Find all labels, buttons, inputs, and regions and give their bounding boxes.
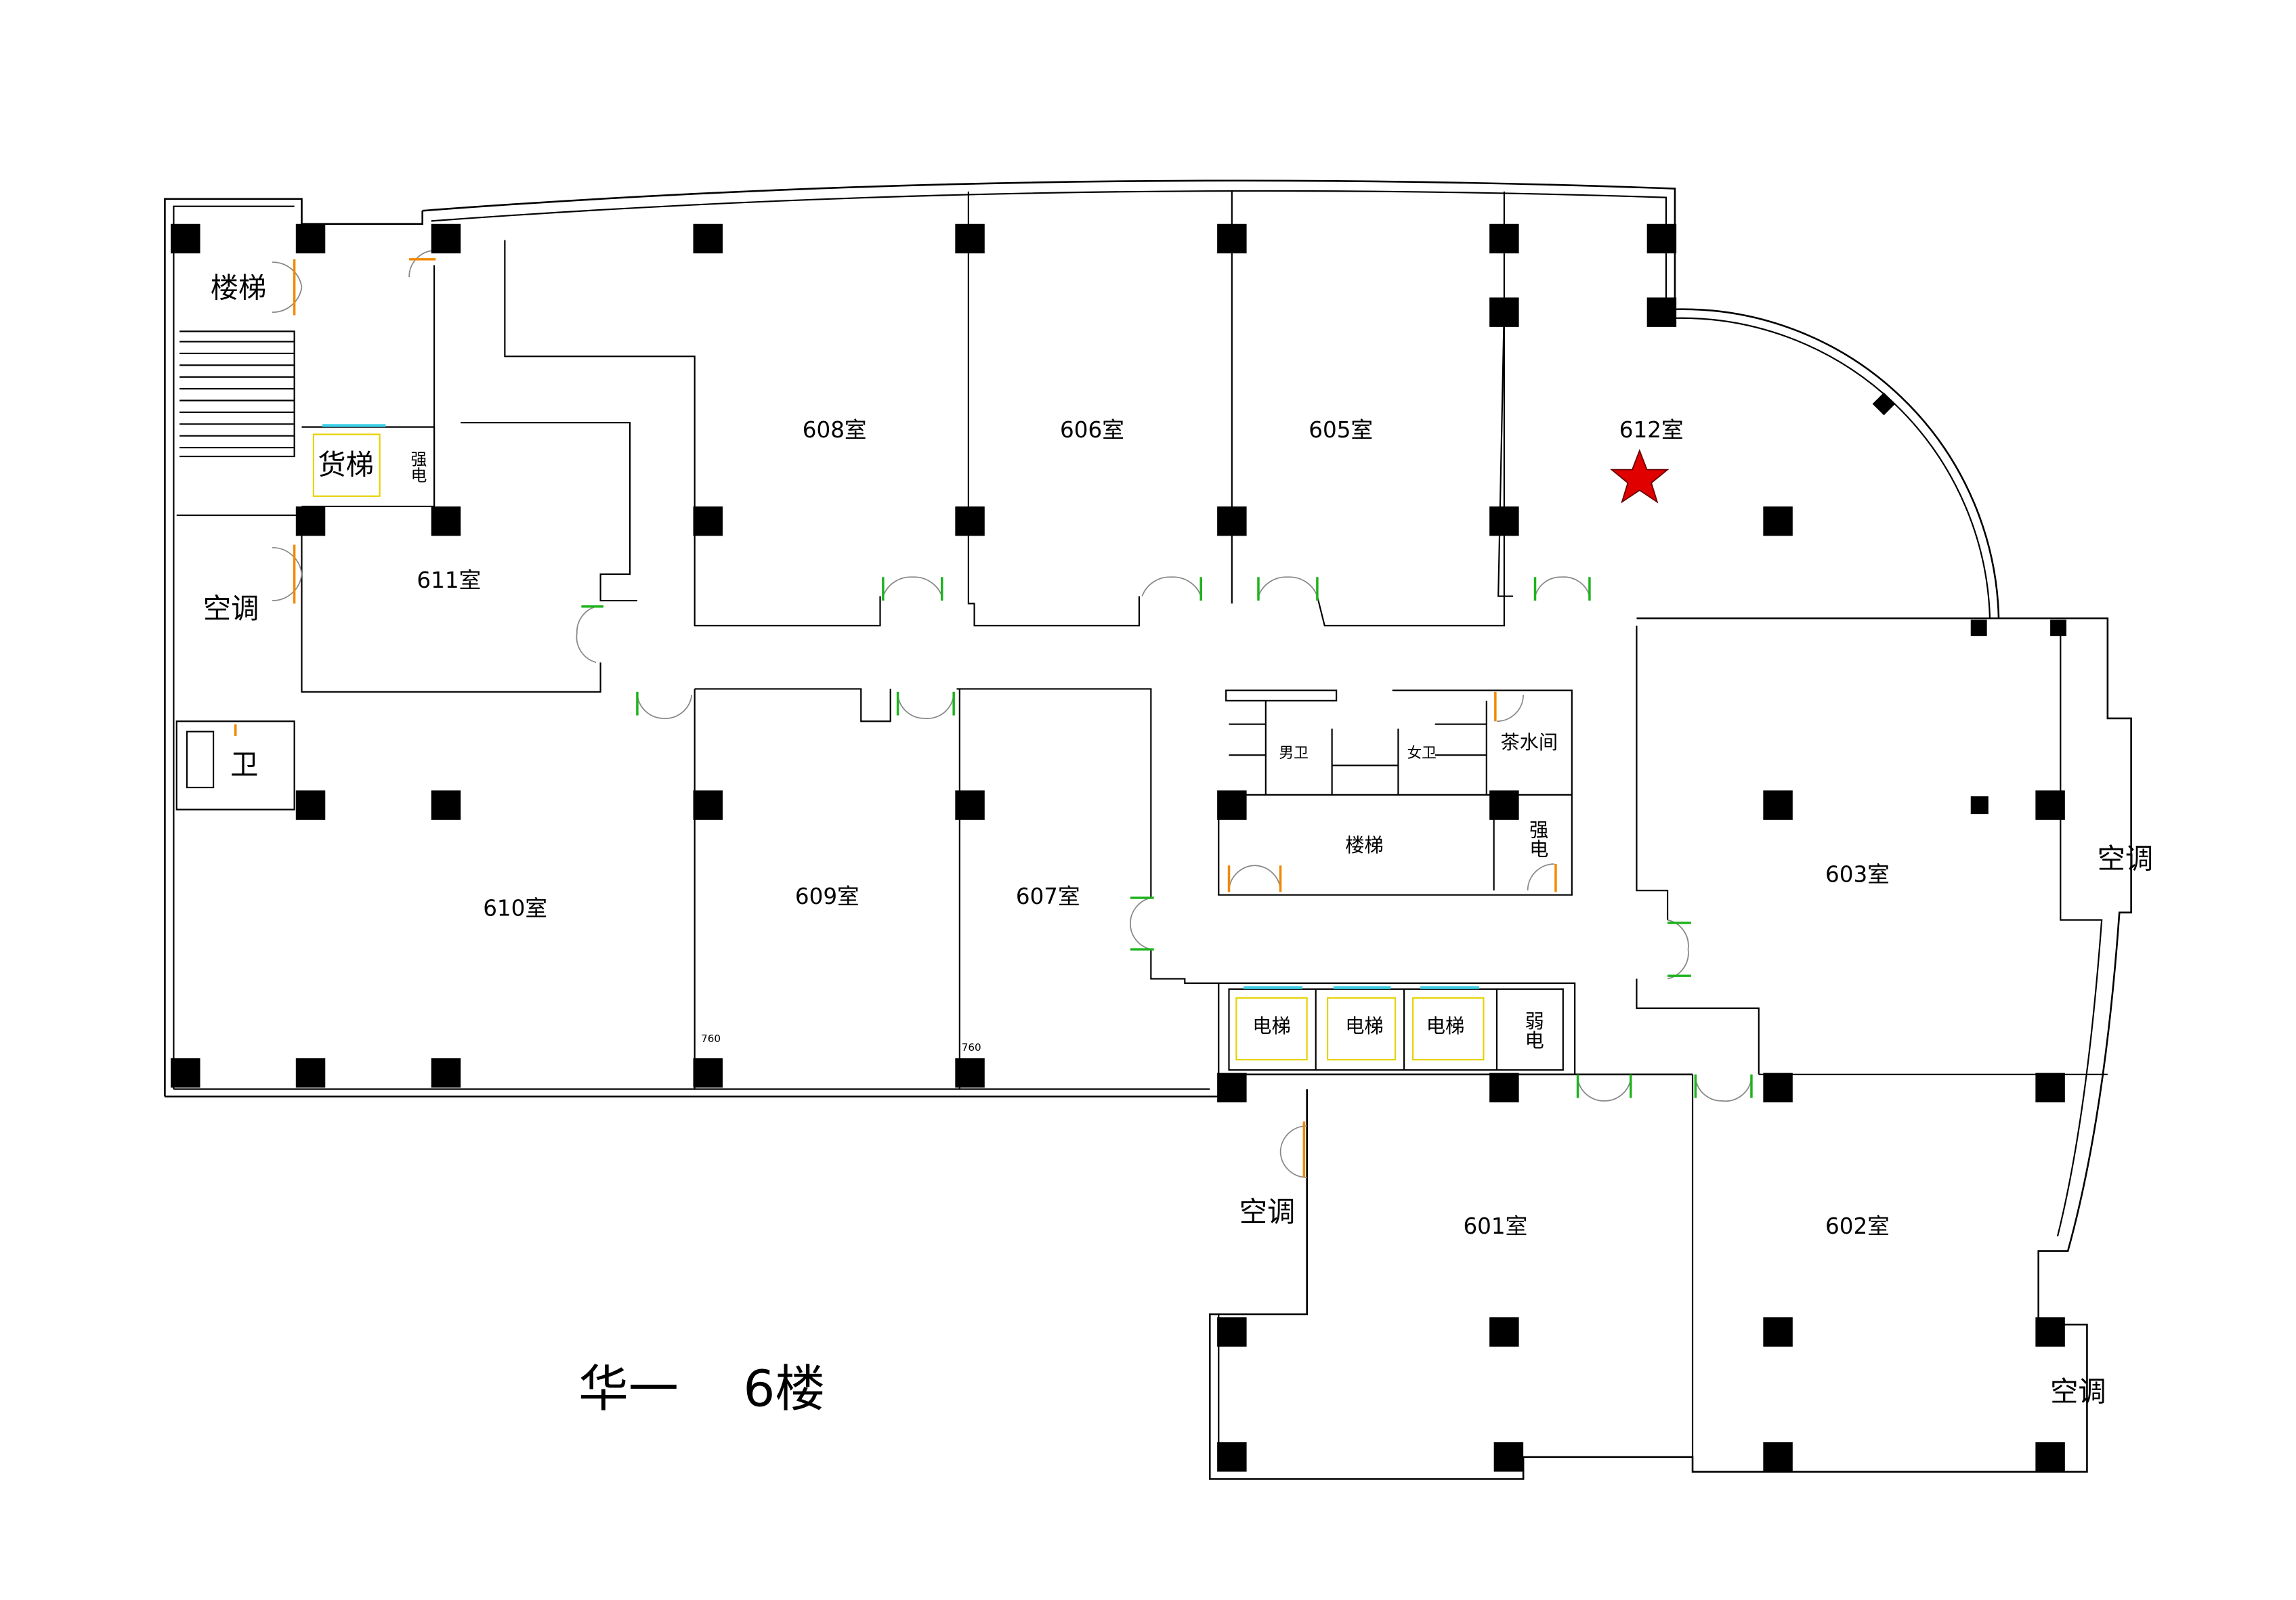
elevator-1-label: 电梯 — [1252, 1015, 1291, 1037]
room-labels: 608室 606室 605室 612室 611室 610室 609室 607室 … — [203, 272, 2153, 1408]
column — [431, 1058, 461, 1088]
stairs-center-label: 楼梯 — [1345, 834, 1384, 857]
column — [1217, 1073, 1247, 1103]
toilet-left-label: 卫 — [230, 749, 258, 781]
column — [431, 506, 461, 536]
power-left-label: 强电 — [408, 450, 427, 483]
elevator-2-label: 电梯 — [1345, 1015, 1384, 1037]
column — [1763, 506, 1793, 536]
column — [1217, 223, 1247, 254]
room-609[interactable]: 609室 — [795, 884, 859, 909]
tea-room-label: 茶水间 — [1500, 731, 1558, 754]
column — [2035, 1442, 2065, 1472]
column — [295, 506, 326, 536]
column — [955, 790, 985, 820]
column — [1489, 790, 1519, 820]
diamond-marker-icon — [1872, 392, 1896, 416]
small-column — [1970, 796, 1989, 815]
column — [1489, 506, 1519, 536]
ac-left-label: 空调 — [203, 592, 259, 625]
plan-title: 华一 6楼 — [578, 1360, 825, 1419]
doors — [234, 249, 1753, 1178]
room-610[interactable]: 610室 — [483, 895, 547, 921]
column — [431, 223, 461, 254]
building-name: 华一 — [578, 1360, 679, 1419]
stairs-left-label: 楼梯 — [211, 272, 267, 305]
column — [1763, 1317, 1793, 1347]
ac-601-label: 空调 — [1239, 1196, 1296, 1228]
red-star-icon[interactable] — [1610, 448, 1670, 504]
freight-elevator-label: 货梯 — [318, 448, 374, 481]
column — [1217, 506, 1247, 536]
floor-number: 6楼 — [743, 1360, 825, 1419]
dimension-760: 760 — [701, 1033, 721, 1045]
elevator-3-label: 电梯 — [1426, 1015, 1465, 1037]
room-612[interactable]: 612室 — [1619, 417, 1684, 443]
column — [1493, 1442, 1524, 1472]
column — [1763, 790, 1793, 820]
column — [2035, 790, 2065, 820]
column — [693, 506, 723, 536]
column — [1646, 223, 1677, 254]
column — [955, 506, 985, 536]
column — [1217, 790, 1247, 820]
column — [1646, 297, 1677, 327]
column — [693, 1058, 723, 1088]
room-607[interactable]: 607室 — [1016, 884, 1080, 909]
room-602[interactable]: 602室 — [1825, 1213, 1890, 1239]
womens-toilet-label: 女卫 — [1407, 745, 1436, 762]
column — [1489, 1317, 1519, 1347]
room-611[interactable]: 611室 — [417, 567, 481, 593]
room-606[interactable]: 606室 — [1060, 417, 1124, 443]
walls — [164, 179, 2132, 1480]
dimension-760: 760 — [962, 1041, 981, 1054]
room-605[interactable]: 605室 — [1309, 417, 1373, 443]
column — [171, 1058, 200, 1088]
column — [1489, 1073, 1519, 1103]
small-column — [1970, 620, 1987, 636]
column — [431, 790, 461, 820]
low-voltage-label: 弱电 — [1522, 1011, 1544, 1050]
column — [295, 223, 326, 254]
column — [1763, 1442, 1793, 1472]
structural-columns — [171, 223, 2065, 1472]
column — [1763, 1073, 1793, 1103]
column — [1217, 1317, 1247, 1347]
column — [693, 223, 723, 254]
mens-toilet-label: 男卫 — [1279, 745, 1308, 762]
column — [693, 790, 723, 820]
column — [2035, 1317, 2065, 1347]
room-608[interactable]: 608室 — [803, 417, 867, 443]
room-603[interactable]: 603室 — [1825, 861, 1890, 887]
power-center-label: 强电 — [1527, 820, 1549, 859]
ac-right-label: 空调 — [2098, 843, 2154, 875]
column — [1217, 1442, 1247, 1472]
column — [955, 223, 985, 254]
small-column — [2050, 620, 2066, 636]
column — [295, 1058, 326, 1088]
column — [171, 223, 200, 254]
column — [1489, 297, 1519, 327]
column — [2035, 1073, 2065, 1103]
elevators — [312, 424, 1485, 1061]
column — [295, 790, 326, 820]
room-601[interactable]: 601室 — [1463, 1213, 1527, 1239]
column — [955, 1058, 985, 1088]
ac-602-label: 空调 — [2050, 1375, 2106, 1408]
column — [1489, 223, 1519, 254]
